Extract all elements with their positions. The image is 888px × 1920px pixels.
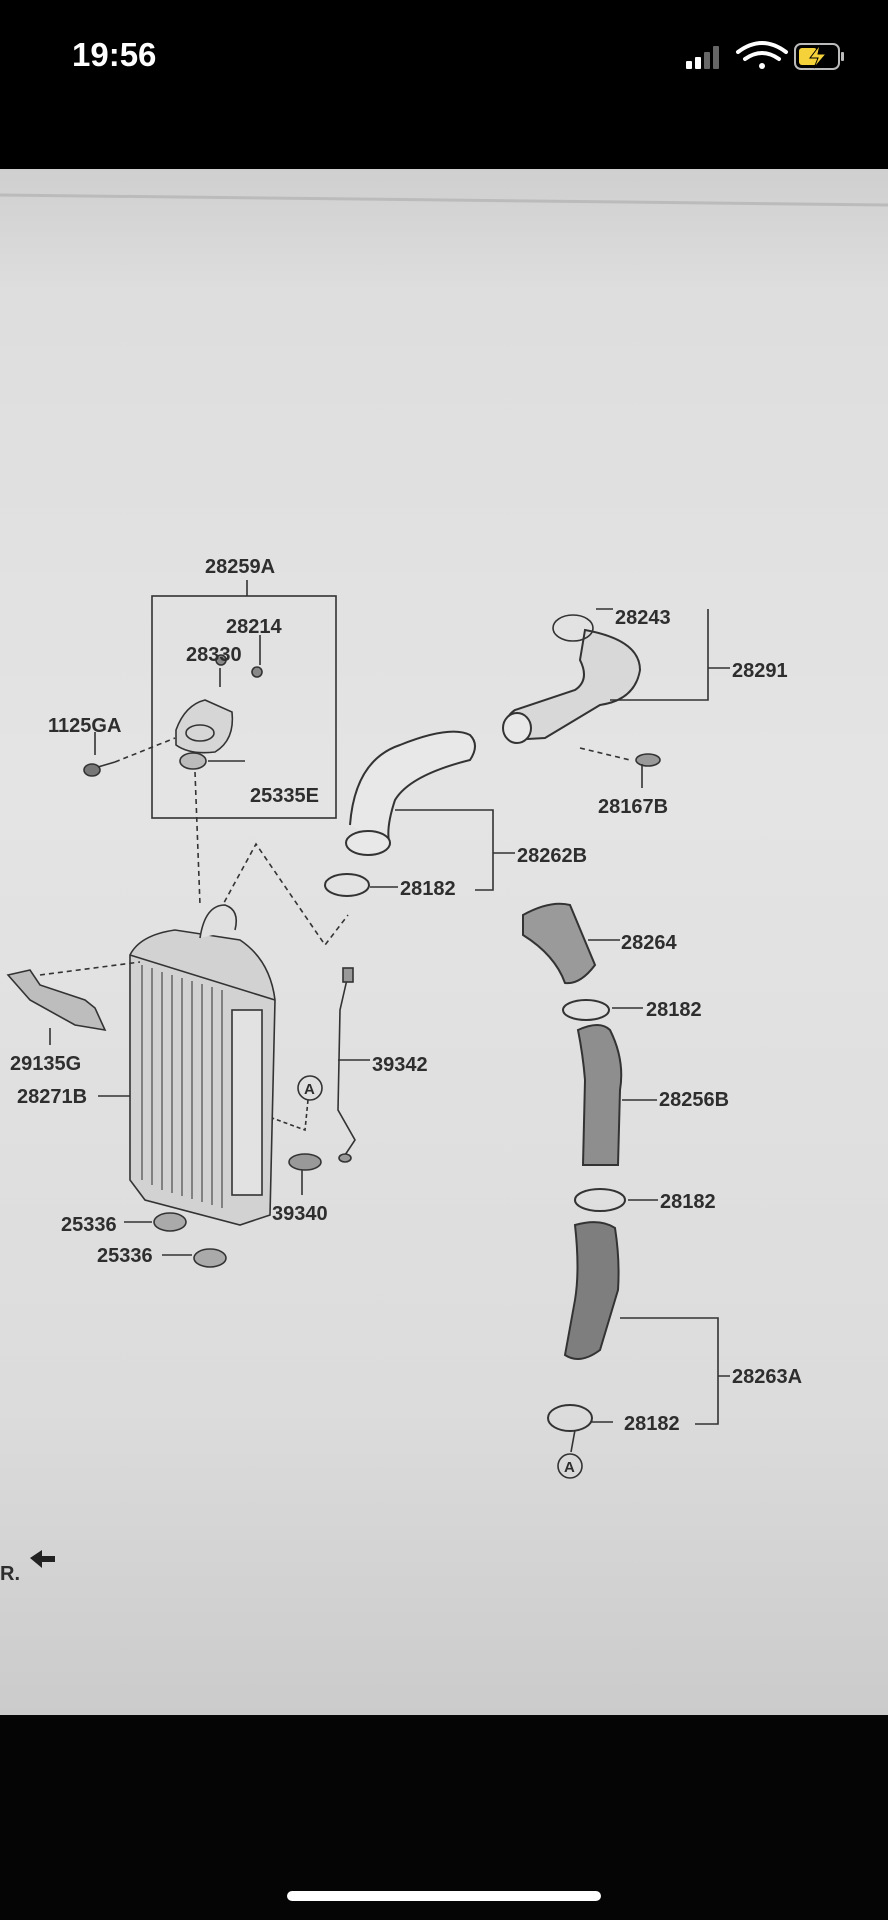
part-label-28271B: 28271B	[17, 1086, 87, 1108]
part-label-39342: 39342	[372, 1054, 428, 1076]
battery-charging-icon	[794, 43, 844, 70]
part-label-29135G: 29135G	[10, 1053, 81, 1075]
part-label-28256B: 28256B	[659, 1089, 729, 1111]
part-label-28167B: 28167B	[598, 796, 668, 818]
part-label-28182: 28182	[660, 1191, 716, 1213]
part-label-28259A: 28259A	[205, 556, 275, 578]
part-label-25336: 25336	[97, 1245, 153, 1267]
part-label-28243: 28243	[615, 607, 671, 629]
part-label-25335E: 25335E	[250, 785, 319, 807]
reference-marker-a: A	[304, 1081, 315, 1098]
part-label-25336: 25336	[61, 1214, 117, 1236]
direction-arrow-icon	[30, 1550, 55, 1568]
parts-diagram: 28259A 28214 28330 1125GA 25335E 28243 2…	[0, 193, 888, 1585]
parts-diagram-photo: 28259A 28214 28330 1125GA 25335E 28243 2…	[0, 169, 888, 1715]
status-time: 19:56	[72, 36, 157, 73]
part-label-28263A: 28263A	[732, 1366, 802, 1388]
cellular-signal-icon	[686, 46, 719, 69]
part-label-28291: 28291	[732, 660, 788, 682]
part-label-39340: 39340	[272, 1203, 328, 1225]
part-label-28182: 28182	[624, 1413, 680, 1435]
part-label-28330: 28330	[186, 644, 242, 666]
part-label-1125GA: 1125GA	[48, 715, 121, 737]
home-indicator[interactable]	[287, 1891, 601, 1901]
part-label-28182: 28182	[400, 878, 456, 900]
bottom-bar	[0, 1715, 888, 1920]
cut-off-text: R.	[0, 1563, 20, 1585]
assembly-box	[151, 595, 337, 819]
wifi-icon	[736, 41, 788, 69]
part-label-28182: 28182	[646, 999, 702, 1021]
status-bar: 19:56	[0, 0, 888, 169]
part-label-28262B: 28262B	[517, 845, 587, 867]
part-label-28214: 28214	[226, 616, 282, 638]
part-label-28264: 28264	[621, 932, 677, 954]
reference-marker-a: A	[564, 1459, 575, 1476]
